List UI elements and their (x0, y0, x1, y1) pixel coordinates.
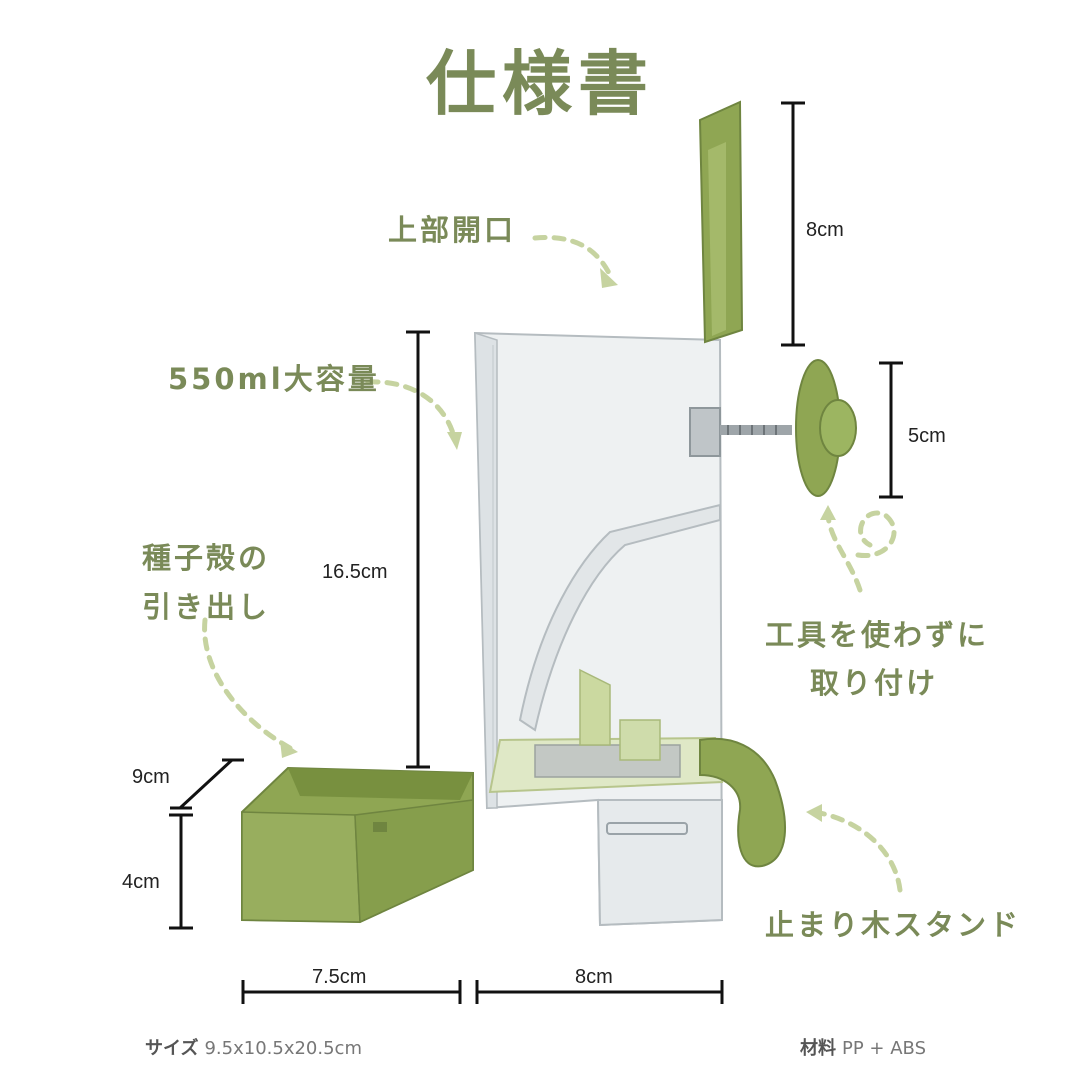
footer-size-value: 9.5x10.5x20.5cm (204, 1038, 362, 1059)
dim-lid-height: 8cm (806, 219, 844, 241)
arrowhead-capacity (447, 432, 462, 450)
label-tool-free-line2: 取り付け (810, 666, 939, 700)
arrow-top-opening (532, 234, 613, 278)
arrowhead-top-opening (600, 268, 618, 288)
arrow-drawer (202, 617, 293, 751)
dashed-arrows (202, 234, 903, 893)
dim-drawer-depth: 9cm (132, 766, 170, 788)
label-top-opening: 上部開口 (388, 213, 517, 247)
footer-material-value: PP + ABS (842, 1038, 927, 1059)
arrowhead-perch (806, 804, 822, 822)
footer-material-label: 材料 (800, 1038, 836, 1059)
dim-body-height: 16.5cm (322, 561, 388, 583)
arrow-perch (812, 809, 903, 893)
dim-knob-diameter: 5cm (908, 425, 946, 447)
footer-material: 材料 PP + ABS (800, 1034, 926, 1060)
arrow-tool-free-loop (855, 510, 897, 558)
dim-drawer-width: 7.5cm (312, 966, 367, 988)
dim-body-width: 8cm (575, 966, 613, 988)
label-drawer-line2: 引き出し (142, 590, 271, 624)
label-capacity: 550ml大容量 (168, 362, 380, 396)
mount-knob (720, 359, 857, 497)
dim-drawer-height: 4cm (122, 871, 160, 893)
arrowhead-tool-free (820, 505, 836, 520)
label-perch-stand: 止まり木スタンド (765, 908, 1022, 942)
arrow-capacity (365, 379, 458, 443)
label-tool-free-line1: 工具を使わずに (765, 618, 990, 652)
arrow-tool-free (825, 512, 863, 593)
lid (698, 100, 744, 344)
arrowhead-drawer (280, 740, 298, 758)
feeder-body (473, 331, 724, 927)
perch (699, 737, 786, 868)
dimension-lines (169, 101, 903, 1004)
arrow-heads (280, 268, 836, 822)
label-drawer-line1: 種子殻の (142, 541, 271, 575)
drawer (241, 766, 474, 924)
page-title: 仕様書 (426, 42, 654, 125)
footer-size-label: サイズ (145, 1038, 199, 1059)
